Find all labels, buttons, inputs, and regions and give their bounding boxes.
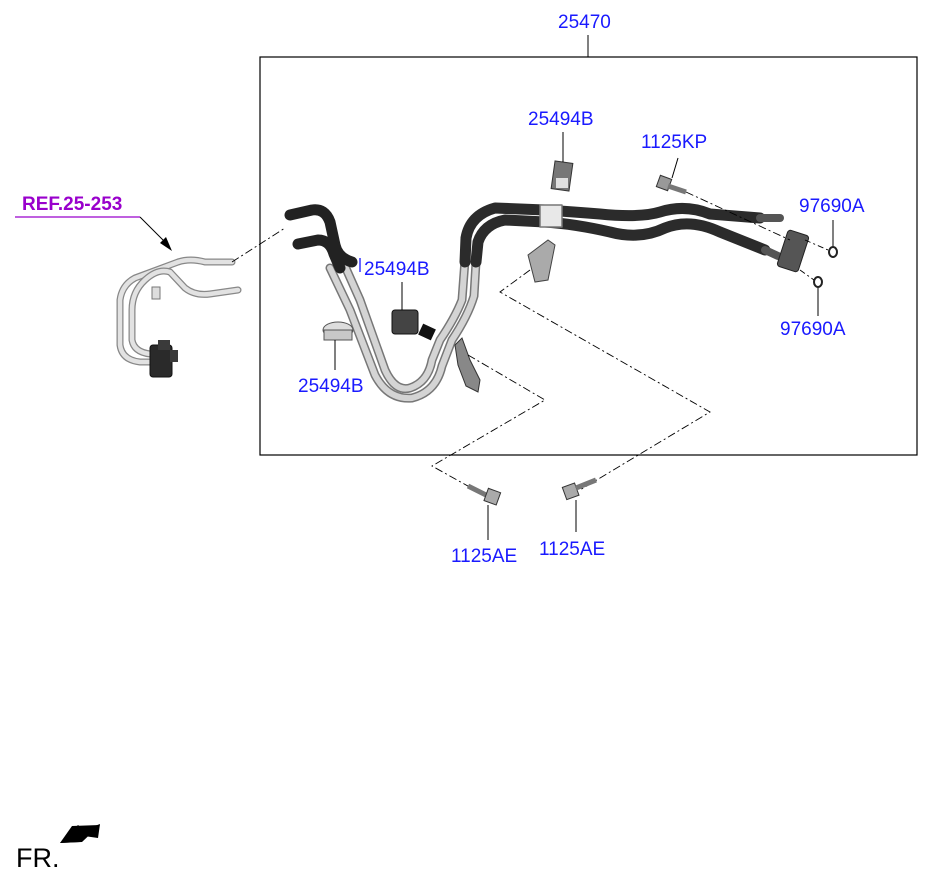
reference-label[interactable]: REF.25-253 — [22, 194, 123, 215]
connection-line-oring-top — [804, 239, 829, 251]
clip-25494b-left — [322, 321, 354, 341]
cooler-hose-assembly — [284, 202, 810, 403]
front-arrow-head — [60, 825, 100, 843]
bracket-upper — [527, 239, 556, 283]
callout-bolt-ae-left[interactable]: 1125AE — [451, 546, 518, 567]
callout-clip-mid[interactable]: 25494B — [364, 259, 430, 280]
reference-pipe-assembly — [116, 256, 242, 378]
connection-line-bolt-ae-right — [499, 269, 711, 491]
callout-bolt-ae-right[interactable]: 1125AE — [539, 539, 606, 560]
oring-top — [828, 246, 838, 258]
connection-line-reference — [231, 227, 286, 263]
callout-oring-bottom[interactable]: 97690A — [780, 319, 846, 340]
bolt-1125ae-right — [561, 477, 597, 501]
clip-25494b-top — [550, 160, 574, 192]
front-indicator: FR. — [16, 843, 60, 873]
connection-line-oring-bottom — [799, 269, 815, 281]
connection-line-bolt-kp — [685, 191, 791, 241]
callout-clip-top[interactable]: 25494B — [528, 109, 594, 130]
callout-clip-left[interactable]: 25494B — [298, 376, 364, 397]
bolt-1125ae-left — [466, 483, 502, 506]
callout-bolt-kp[interactable]: 1125KP — [641, 132, 708, 153]
clip-25494b-mid — [391, 309, 419, 335]
bracket-lower — [454, 337, 481, 393]
bolt-1125kp — [655, 174, 687, 195]
reference-arrowhead — [160, 237, 172, 251]
leader-bolt-kp — [671, 157, 679, 179]
callout-oring-top[interactable]: 97690A — [799, 196, 865, 217]
oring-bottom — [813, 276, 823, 288]
assembly-label[interactable]: 25470 — [558, 12, 611, 33]
connection-line-bolt-ae-left — [431, 354, 546, 491]
